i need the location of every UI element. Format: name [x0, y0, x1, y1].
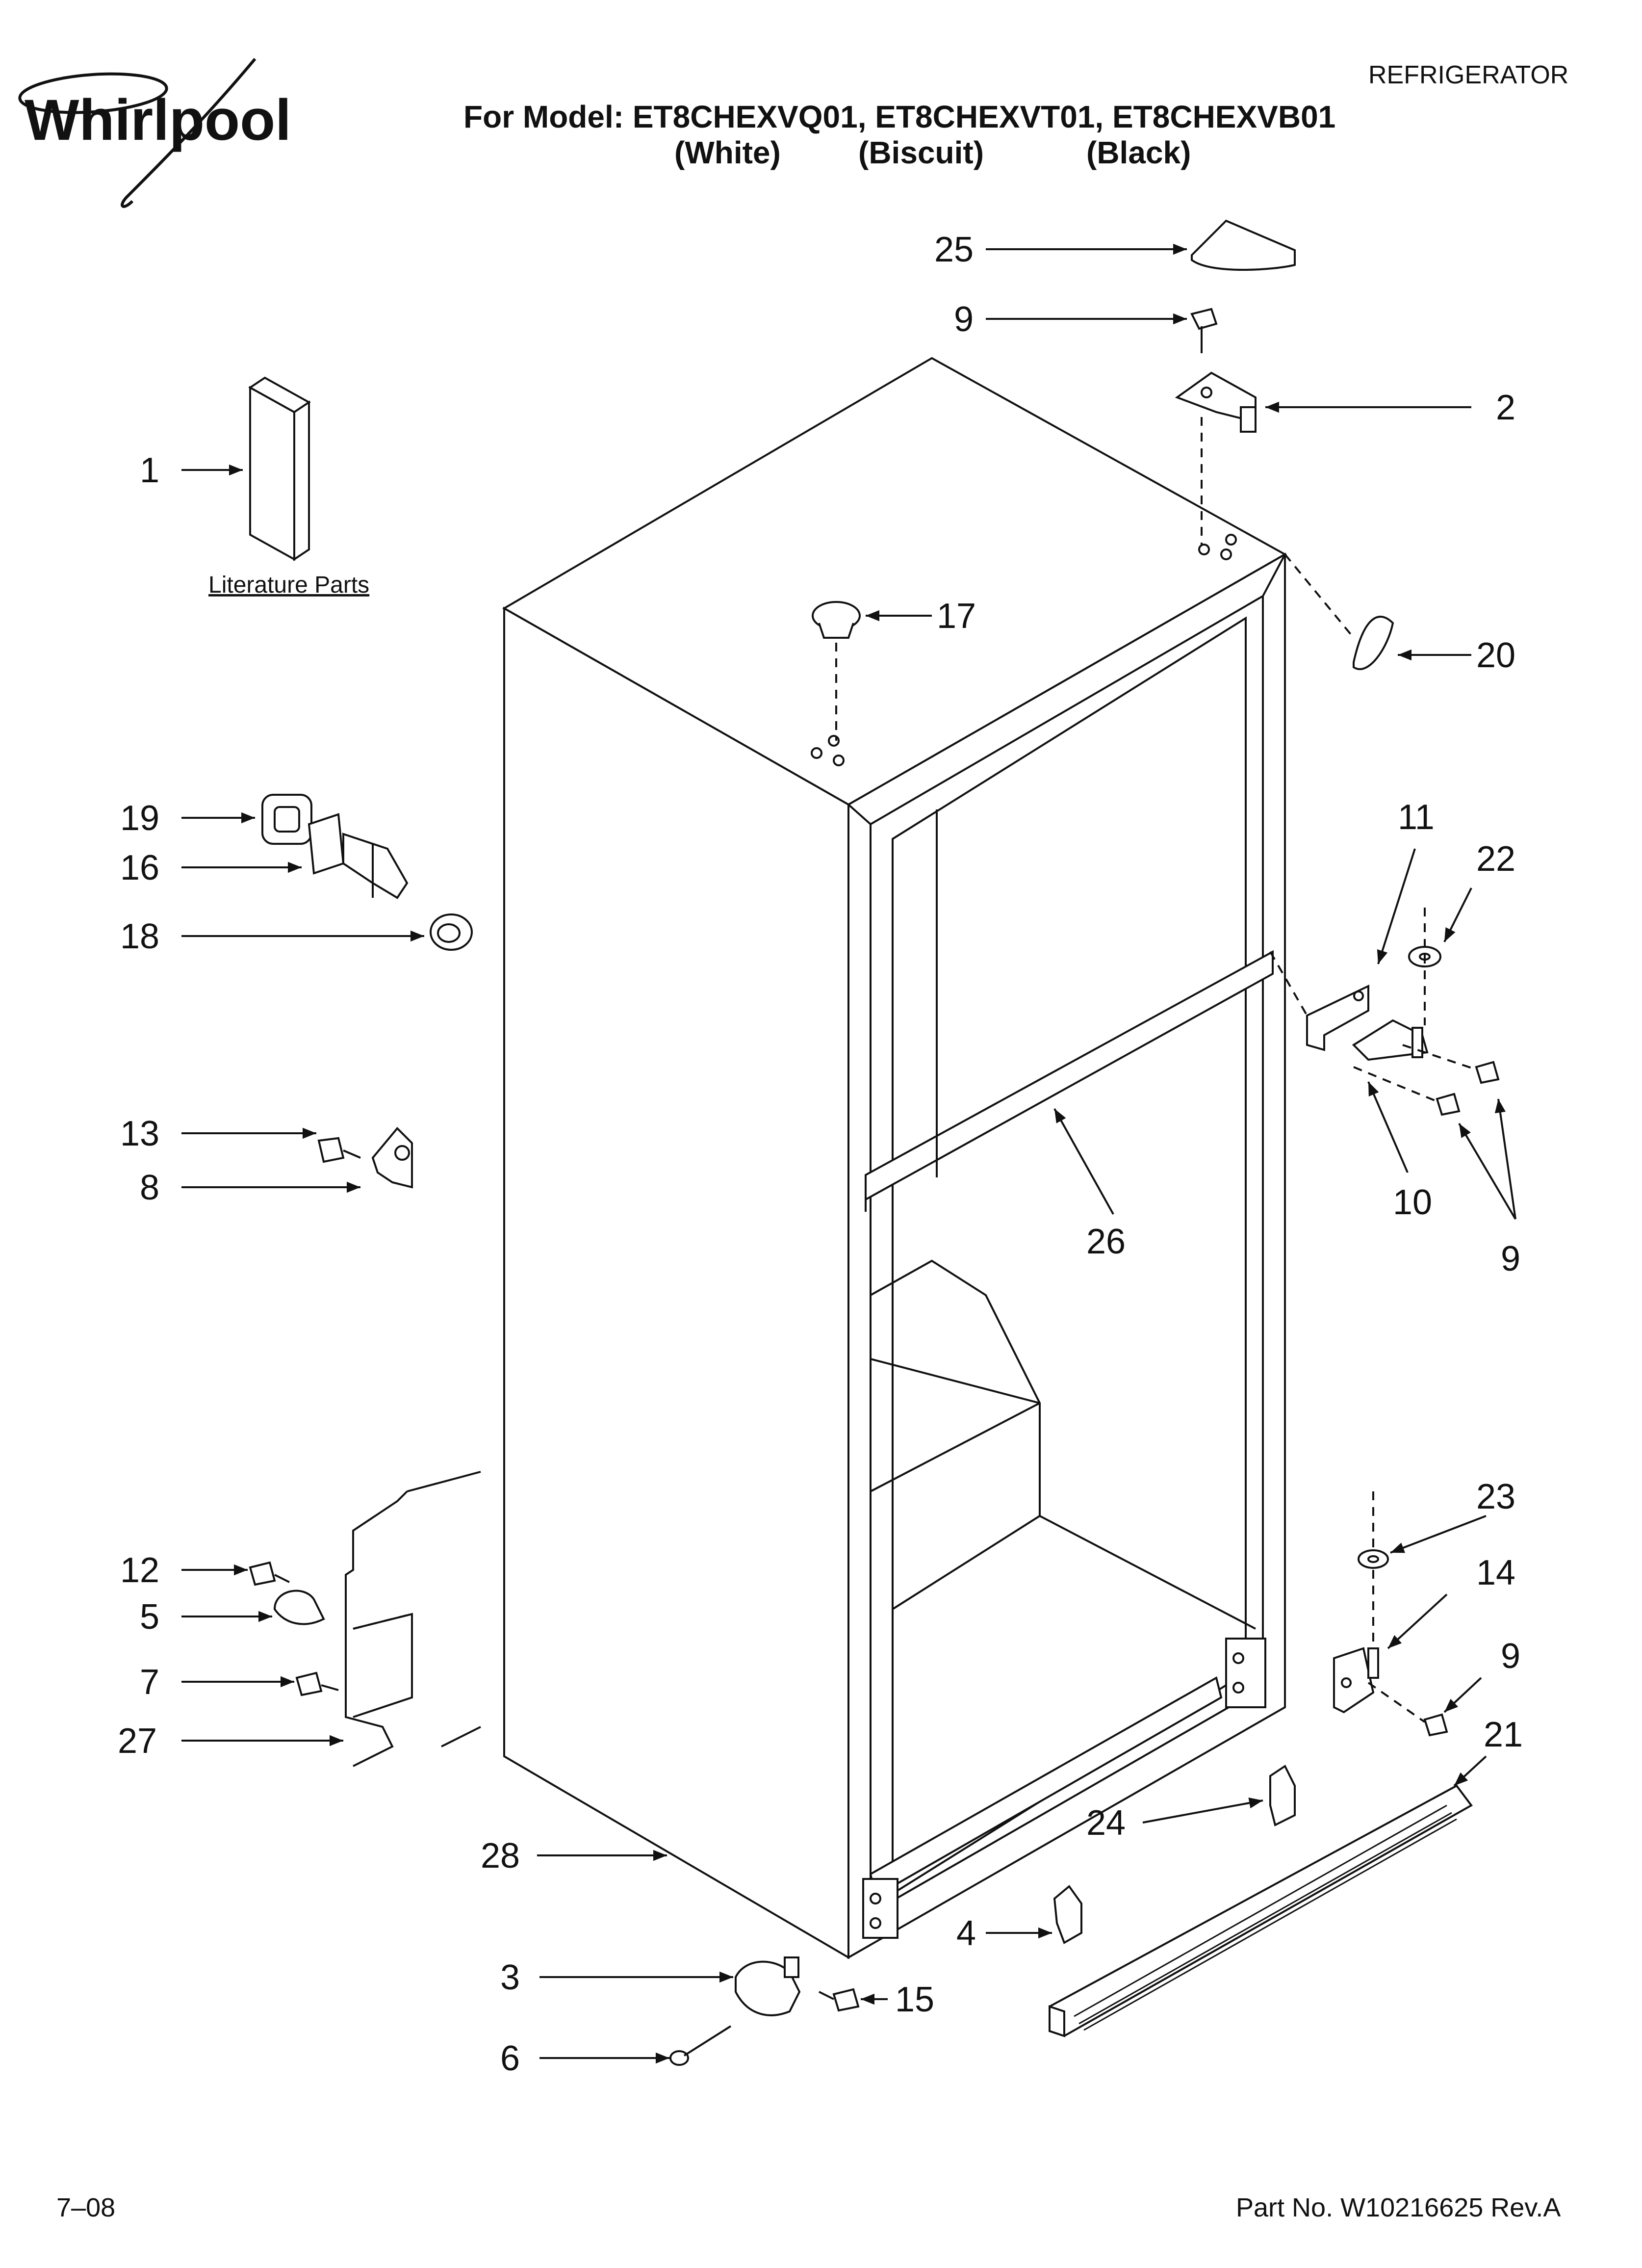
plug-button-icon [812, 601, 861, 639]
callout-13: 13 [120, 1114, 159, 1153]
part-number: Part No. W10216625 Rev.A [1236, 2193, 1561, 2222]
door-stop-pin-icon [308, 813, 409, 899]
grille-clip-icon [1053, 1885, 1082, 1944]
washer-icon [1358, 1549, 1389, 1569]
callout-24: 24 [1086, 1803, 1126, 1843]
screw-icon [819, 1988, 860, 2012]
callout-6: 6 [500, 2039, 520, 2078]
callout-9: 9 [954, 300, 974, 339]
toe-grille-icon [1049, 1784, 1473, 2037]
callout-19: 19 [120, 799, 159, 838]
callout-5: 5 [140, 1597, 159, 1637]
color-biscuit-label: (Biscuit) [858, 135, 984, 170]
center-hinge-icon [1306, 984, 1429, 1061]
leveling-screw-icon [669, 2025, 732, 2066]
callout-9c: 9 [1501, 1637, 1520, 1676]
callout-9b: 9 [1501, 1239, 1520, 1278]
refrigerator-cabinet [345, 357, 1287, 1959]
callout-17: 17 [937, 597, 976, 636]
callout-21: 21 [1484, 1715, 1523, 1754]
leveling-bracket-icon [735, 1956, 801, 2016]
leader-lines [181, 243, 1516, 2064]
callout-20: 20 [1476, 636, 1515, 675]
callout-12: 12 [120, 1551, 159, 1590]
color-white-label: (White) [674, 135, 781, 170]
revision-date: 7–08 [56, 2193, 115, 2222]
callout-14: 14 [1476, 1553, 1515, 1592]
handle-gasket-icon [261, 794, 312, 845]
category-label: REFRIGERATOR [1368, 61, 1568, 89]
callout-numbers: 1 25 9 2 17 20 19 16 18 11 22 13 8 26 10… [118, 230, 1523, 2078]
callout-7: 7 [140, 1663, 159, 1702]
screw-icon [295, 1671, 339, 1696]
side-panel-icon [353, 1613, 413, 1718]
brand-logo-text: Whirlpool [25, 88, 291, 153]
callout-27: 27 [118, 1721, 157, 1761]
callout-10: 10 [1393, 1183, 1432, 1222]
model-line: For Model: ET8CHEXVQ01, ET8CHEXVT01, ET8… [463, 99, 1335, 134]
whirlpool-logo: Whirlpool [18, 58, 291, 208]
callout-11: 11 [1398, 798, 1435, 837]
callout-23: 23 [1476, 1477, 1515, 1516]
callout-26: 26 [1086, 1222, 1126, 1261]
callout-28: 28 [481, 1836, 520, 1876]
callout-1: 1 [140, 451, 159, 490]
callout-4: 4 [956, 1914, 976, 1953]
screw-icon [1190, 308, 1218, 353]
callout-8: 8 [140, 1168, 159, 1207]
bottom-hinge-icon [1333, 1647, 1379, 1714]
callout-22: 22 [1476, 839, 1515, 879]
grille-clip-icon [1269, 1765, 1296, 1826]
color-black-label: (Black) [1086, 135, 1191, 170]
hinge-cover-icon [1191, 219, 1296, 271]
screw-icon [249, 1561, 290, 1586]
literature-parts-label: Literature Parts [208, 572, 369, 598]
callout-25: 25 [934, 230, 974, 269]
tube-clamp-icon [273, 1590, 325, 1625]
hinge-cap-icon [1353, 616, 1394, 670]
grommet-icon [430, 913, 473, 951]
callout-3: 3 [500, 1958, 520, 1997]
callout-2: 2 [1496, 388, 1515, 427]
callout-16: 16 [120, 848, 159, 887]
screw-icon [1475, 1061, 1500, 1084]
callout-18: 18 [120, 917, 159, 956]
top-hinge-icon [1175, 371, 1257, 433]
clip-bracket-icon [371, 1127, 413, 1189]
literature-parts-icon [248, 376, 311, 561]
screw-icon [1436, 1093, 1461, 1116]
callout-15: 15 [895, 1980, 934, 2019]
screw-icon [317, 1137, 361, 1163]
screw-icon [1423, 1713, 1448, 1737]
